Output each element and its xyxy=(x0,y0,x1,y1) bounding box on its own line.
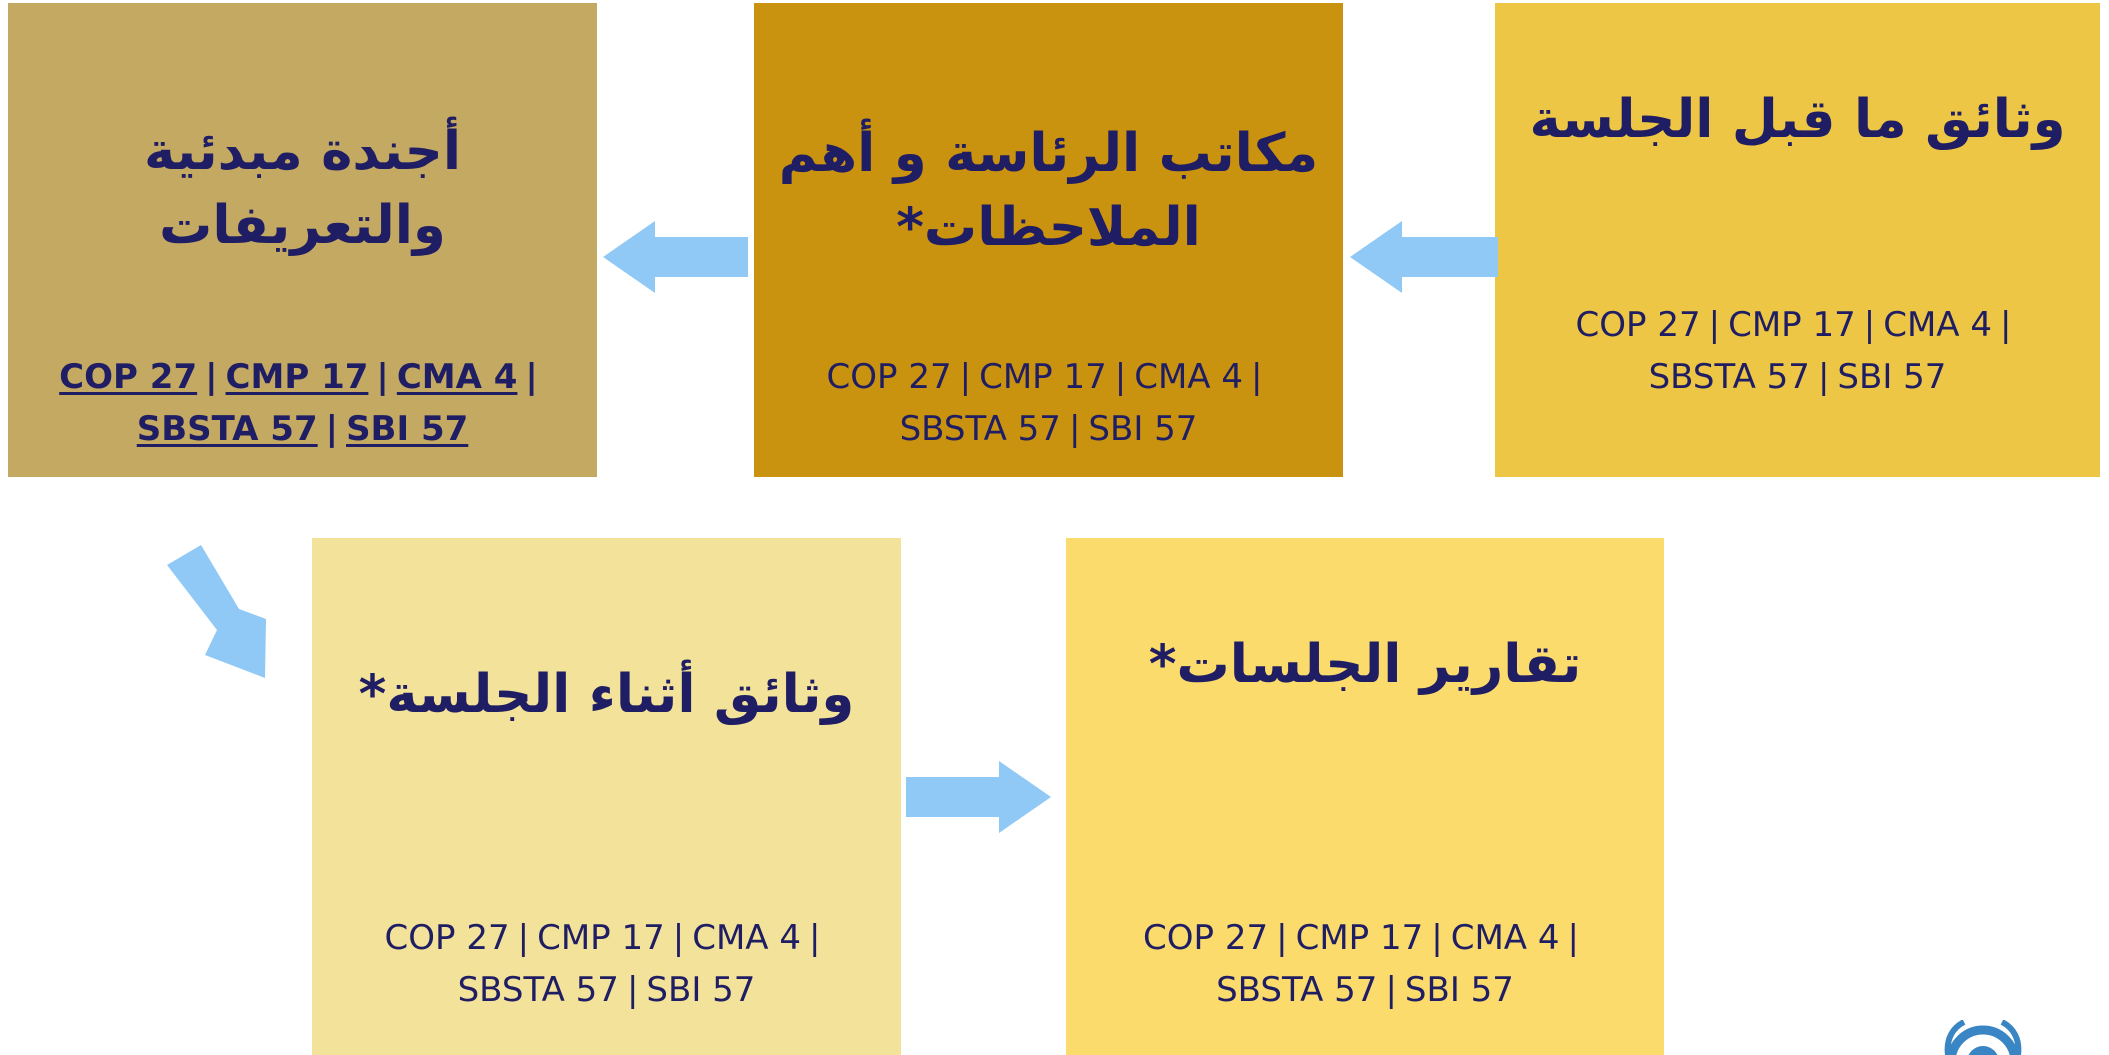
session-sbsta: SBSTA 57 xyxy=(899,409,1061,449)
session-list: COP 27|CMP 17|CMA 4| SBSTA 57|SBI 57 xyxy=(1575,305,2012,397)
box-provisional-agenda: أجندة مبدئية والتعريفات COP 27|CMP 17|CM… xyxy=(8,3,597,477)
box-title-line-1: مكاتب الرئاسة و أهم xyxy=(778,123,1319,184)
box-presidency-notes: مكاتب الرئاسة و أهم الملاحظات* COP 27|CM… xyxy=(754,3,1343,477)
box-pre-session-documents: وثائق ما قبل الجلسة COP 27|CMP 17|CMA 4|… xyxy=(1495,3,2100,477)
un-emblem-icon xyxy=(1944,1020,2022,1055)
session-sbi: SBI 57 xyxy=(1837,357,1947,397)
session-cmp: CMP 17 xyxy=(1295,918,1424,958)
session-cop: COP 27 xyxy=(1575,305,1701,345)
session-sbsta: SBSTA 57 xyxy=(1216,970,1378,1010)
session-sbsta: SBSTA 57 xyxy=(457,970,619,1010)
session-sbi: SBI 57 xyxy=(1404,970,1514,1010)
box-title: تقارير الجلسات* xyxy=(1066,628,1664,702)
session-list: COP 27|CMP 17|CMA 4| SBSTA 57|SBI 57 xyxy=(1143,918,1579,1010)
box-title-text: تقارير الجلسات* xyxy=(1148,634,1582,695)
session-cma: CMA 4 xyxy=(1450,918,1560,958)
session-list: COP 27|CMP 17|CMA 4| SBSTA 57|SBI 57 xyxy=(384,918,821,1010)
session-cop: COP 27 xyxy=(384,918,510,958)
session-cmp: CMP 17 xyxy=(537,918,665,958)
session-cma: CMA 4 xyxy=(1134,357,1243,397)
session-link-sbsta[interactable]: SBSTA 57 xyxy=(136,409,318,449)
box-title: وثائق أثناء الجلسة* xyxy=(312,658,901,732)
session-link-sbi[interactable]: SBI 57 xyxy=(346,409,469,449)
box-in-session-documents: وثائق أثناء الجلسة* COP 27|CMP 17|CMA 4|… xyxy=(312,538,901,1055)
session-link-cma[interactable]: CMA 4 xyxy=(396,357,518,397)
arrow-down-right-icon xyxy=(167,545,266,678)
session-sbi: SBI 57 xyxy=(1088,409,1198,449)
box-title: وثائق ما قبل الجلسة xyxy=(1495,83,2100,157)
session-cmp: CMP 17 xyxy=(1728,305,1856,345)
session-link-list: COP 27|CMP 17|CMA 4| SBSTA 57|SBI 57 xyxy=(59,357,538,449)
box-session-reports: تقارير الجلسات* COP 27|CMP 17|CMA 4| SBS… xyxy=(1066,538,1664,1055)
session-link-cop[interactable]: COP 27 xyxy=(59,357,198,397)
box-title-line-1: أجندة مبدئية xyxy=(143,121,462,182)
box-title-line-2: والتعريفات xyxy=(159,195,446,256)
session-cmp: CMP 17 xyxy=(979,357,1107,397)
box-title: مكاتب الرئاسة و أهم الملاحظات* xyxy=(754,117,1343,265)
box-title-line-2: الملاحظات* xyxy=(896,197,1201,258)
session-list: COP 27|CMP 17|CMA 4| SBSTA 57|SBI 57 xyxy=(826,357,1263,449)
session-sbi: SBI 57 xyxy=(646,970,756,1010)
session-cma: CMA 4 xyxy=(692,918,801,958)
session-cop: COP 27 xyxy=(826,357,952,397)
box-title-text: وثائق أثناء الجلسة* xyxy=(358,664,855,725)
session-link-cmp[interactable]: CMP 17 xyxy=(225,357,369,397)
box-title: أجندة مبدئية والتعريفات xyxy=(8,115,597,263)
arrow-right-icon xyxy=(906,761,1051,833)
box-title-text: وثائق ما قبل الجلسة xyxy=(1529,89,2066,150)
session-sbsta: SBSTA 57 xyxy=(1648,357,1810,397)
arrow-left-icon xyxy=(1350,221,1498,293)
session-cop: COP 27 xyxy=(1143,918,1269,958)
arrow-left-icon xyxy=(603,221,748,293)
session-cma: CMA 4 xyxy=(1883,305,1992,345)
